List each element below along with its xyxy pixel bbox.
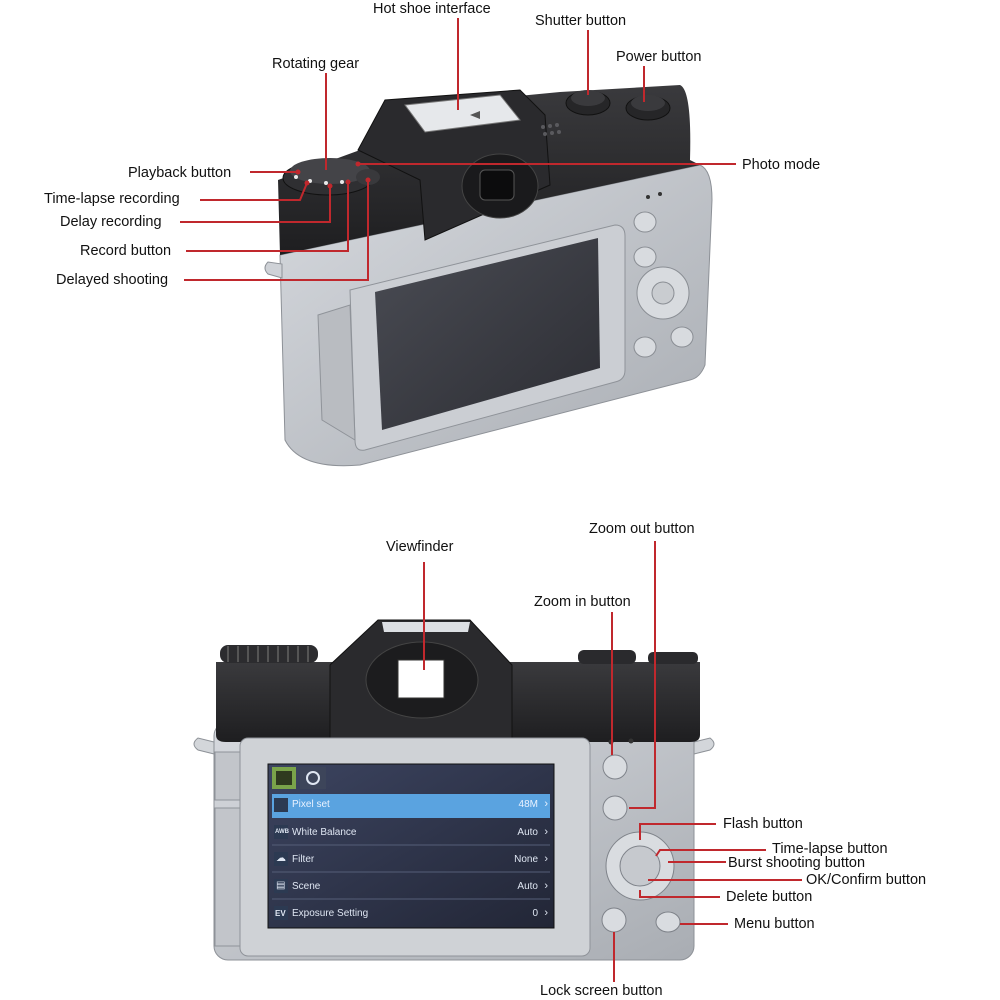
ok-confirm-button[interactable] bbox=[619, 845, 661, 887]
ev-icon: EV bbox=[275, 909, 286, 918]
label-delete-button: Delete button bbox=[726, 889, 813, 905]
top-camera bbox=[264, 85, 713, 467]
label-zoom-out-button: Zoom out button bbox=[589, 521, 695, 537]
label-time-lapse-button: Time-lapse button bbox=[772, 841, 888, 857]
label-zoom-in-button: Zoom in button bbox=[534, 594, 631, 610]
chevron-right-icon: › bbox=[544, 853, 548, 865]
lock-screen-button[interactable] bbox=[601, 907, 627, 933]
menu-row-filter[interactable]: ☁ Filter None › bbox=[270, 848, 550, 872]
menu-row-label: Pixel set bbox=[292, 799, 330, 810]
zoom-out-button[interactable] bbox=[602, 795, 628, 821]
label-photo-mode: Photo mode bbox=[742, 157, 821, 173]
chevron-right-icon: › bbox=[544, 798, 548, 810]
menu-row-value: 48M bbox=[518, 799, 538, 810]
menu-row-pixel[interactable]: Pixel set 48M › bbox=[270, 794, 550, 818]
label-ok-confirm-button: OK/Confirm button bbox=[806, 872, 927, 888]
awb-icon: AWB bbox=[275, 829, 289, 835]
label-menu-button: Menu button bbox=[734, 916, 815, 932]
label-time-lapse-recording: Time-lapse recording bbox=[44, 191, 180, 207]
menu-row-label: Exposure Setting bbox=[292, 908, 369, 919]
chevron-right-icon: › bbox=[544, 880, 548, 892]
label-viewfinder: Viewfinder bbox=[386, 539, 454, 555]
menu-row-value: Auto bbox=[517, 881, 538, 892]
chevron-right-icon: › bbox=[544, 826, 548, 838]
menu-row-scene[interactable]: ▤ Scene Auto › bbox=[270, 875, 550, 899]
menu-row-white-balance[interactable]: AWB White Balance Auto › bbox=[270, 821, 550, 845]
menu-row-value: Auto bbox=[517, 827, 538, 838]
filter-icon: ☁ bbox=[276, 853, 286, 864]
menu-row-value: 0 bbox=[532, 908, 538, 919]
menu-row-label: White Balance bbox=[292, 827, 357, 838]
label-burst-shooting-button: Burst shooting button bbox=[728, 855, 866, 871]
leader-lines bbox=[180, 18, 802, 982]
label-rotating-gear: Rotating gear bbox=[272, 56, 360, 72]
chevron-right-icon: › bbox=[544, 907, 548, 919]
label-lock-screen-button: Lock screen button bbox=[540, 983, 663, 999]
label-delayed-shooting: Delayed shooting bbox=[56, 272, 169, 288]
label-flash-button: Flash button bbox=[723, 816, 803, 832]
menu-row-value: None bbox=[514, 854, 538, 865]
label-power-button: Power button bbox=[616, 49, 702, 65]
menu-button[interactable] bbox=[655, 911, 681, 933]
label-playback-button: Playback button bbox=[128, 165, 232, 181]
bottom-camera bbox=[193, 619, 715, 961]
label-shutter-button: Shutter button bbox=[535, 13, 627, 29]
label-record-button: Record button bbox=[80, 243, 172, 259]
menu-row-label: Scene bbox=[292, 881, 321, 892]
scene-icon: ▤ bbox=[276, 880, 286, 891]
zoom-in-button[interactable] bbox=[602, 754, 628, 780]
menu-row-exposure[interactable]: EV Exposure Setting 0 › bbox=[270, 902, 550, 926]
menu-row-label: Filter bbox=[292, 854, 315, 865]
label-hot-shoe: Hot shoe interface bbox=[373, 1, 491, 17]
label-delay-recording: Delay recording bbox=[60, 214, 162, 230]
